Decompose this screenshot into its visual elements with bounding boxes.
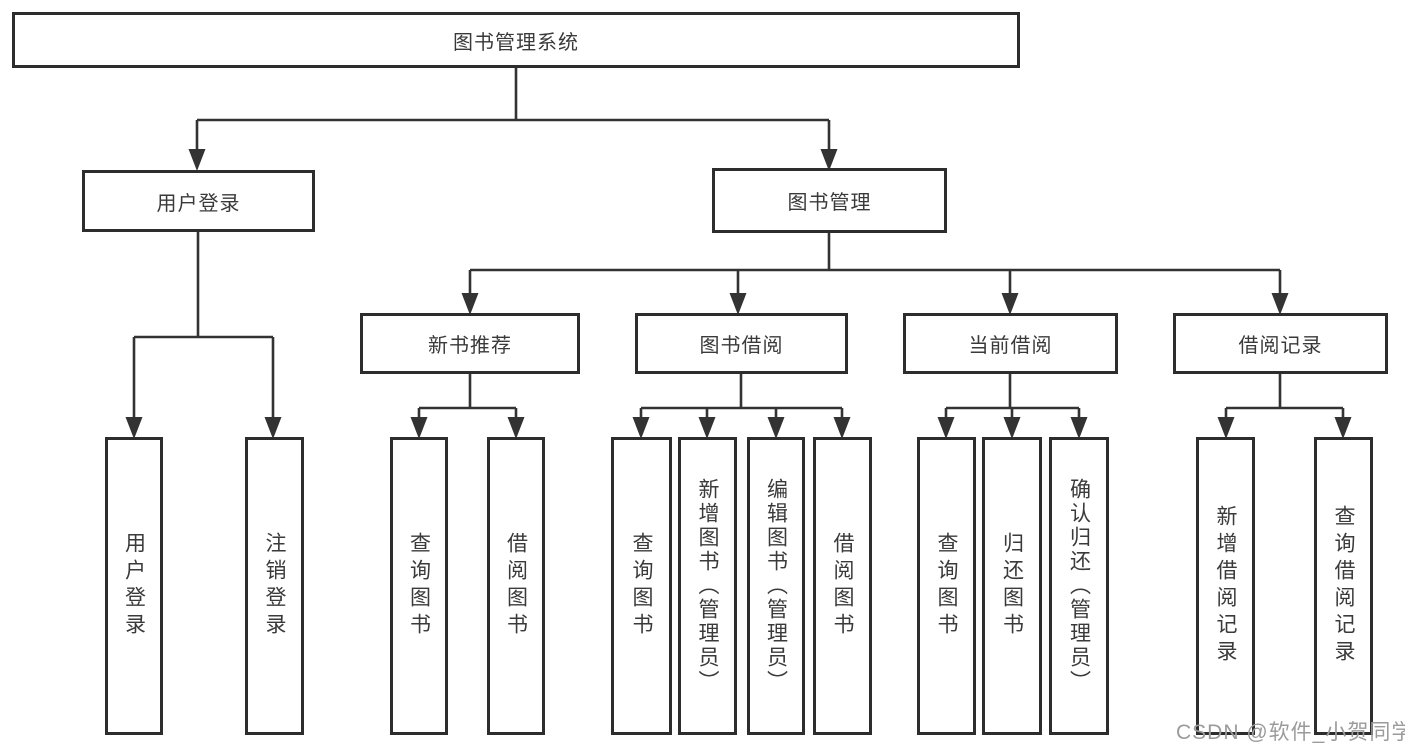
leaf-label: 新增图书（管理员） (696, 478, 719, 694)
leaf-label: 查询图书 (407, 532, 431, 640)
node-current-borrowing: 当前借阅 (903, 313, 1118, 374)
leaf-add-borrow-record: 新增借阅记录 (1196, 437, 1255, 735)
leaf-label: 归还图书 (1000, 532, 1024, 640)
leaf-label: 借阅图书 (504, 532, 528, 640)
leaf-label: 查询图书 (630, 532, 653, 640)
leaf-label: 用户登录 (122, 532, 146, 640)
leaf-label: 查询图书 (935, 532, 958, 640)
node-book-borrowing: 图书借阅 (635, 313, 848, 374)
leaf-query-borrow-record: 查询借阅记录 (1314, 437, 1373, 735)
leaf-borrow-books-recommend: 借阅图书 (487, 437, 545, 735)
node-borrowing-records: 借阅记录 (1173, 313, 1388, 374)
leaf-return-books: 归还图书 (982, 437, 1042, 735)
leaf-label: 编辑图书（管理员） (764, 478, 788, 694)
leaf-query-books-borrow: 查询图书 (611, 437, 672, 735)
node-user-login: 用户登录 (82, 170, 315, 232)
node-book-management: 图书管理 (712, 168, 947, 233)
leaf-label: 确认归还（管理员） (1067, 478, 1091, 694)
leaf-query-books-current: 查询图书 (917, 437, 976, 735)
leaf-borrow-books: 借阅图书 (813, 437, 872, 735)
leaf-query-books-recommend: 查询图书 (390, 437, 448, 735)
leaf-edit-book-admin: 编辑图书（管理员） (747, 437, 805, 735)
leaf-label: 注销登录 (263, 532, 286, 640)
node-new-book-recommendation: 新书推荐 (360, 313, 580, 374)
leaf-label: 查询借阅记录 (1332, 505, 1355, 667)
csdn-watermark: CSDN @软件_小贺同学 (1176, 721, 1405, 744)
leaf-add-book-admin: 新增图书（管理员） (678, 437, 737, 735)
leaf-label: 借阅图书 (831, 532, 854, 640)
leaf-label: 新增借阅记录 (1214, 505, 1237, 667)
leaf-logout: 注销登录 (245, 437, 304, 735)
node-library-management-system: 图书管理系统 (12, 12, 1020, 68)
leaf-user-login: 用户登录 (105, 437, 163, 735)
arrowhead-icons (125, 149, 1352, 439)
leaf-confirm-return-admin: 确认归还（管理员） (1049, 437, 1109, 735)
